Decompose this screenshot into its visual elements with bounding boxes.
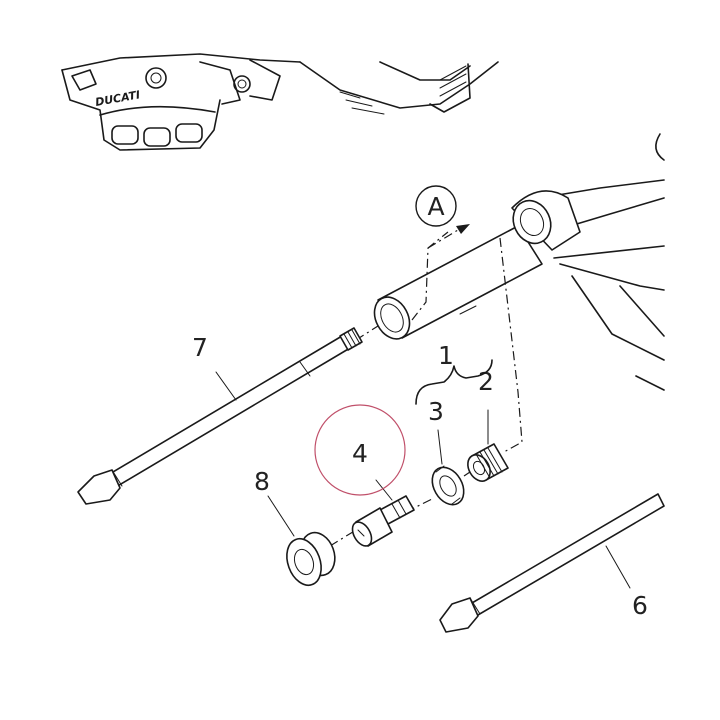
label-part-3: 3 xyxy=(428,397,444,426)
frame-structure xyxy=(551,133,665,391)
part-4-bolt xyxy=(351,495,415,547)
label-part-4: 4 xyxy=(352,439,368,468)
part-7-pin xyxy=(77,327,363,505)
leader-6 xyxy=(605,545,631,589)
label-part-7: 7 xyxy=(192,333,208,362)
part-3-ring xyxy=(431,465,465,506)
leader-4 xyxy=(375,479,393,501)
callout-a: A xyxy=(415,185,457,227)
label-part-6: 6 xyxy=(632,591,648,620)
bracket-part-1 xyxy=(415,359,493,405)
callout-a-label: A xyxy=(427,192,444,221)
arrowhead-icon xyxy=(456,224,470,234)
leader-7 xyxy=(215,371,237,401)
frame-grille xyxy=(299,61,499,115)
brand-logo-text: DUCATI xyxy=(94,88,141,109)
highlight-circle xyxy=(314,404,406,496)
part-6-pin xyxy=(439,493,665,633)
leader-3 xyxy=(437,429,443,465)
part-8-cap xyxy=(286,531,336,587)
label-part-1: 1 xyxy=(438,341,454,370)
label-part-8: 8 xyxy=(254,467,270,496)
engine-block: DUCATI xyxy=(61,53,301,151)
swingarm-tube xyxy=(373,190,581,340)
leader-8 xyxy=(267,495,295,537)
part-2-bush xyxy=(467,443,509,482)
callout-a-arrow xyxy=(427,224,470,249)
